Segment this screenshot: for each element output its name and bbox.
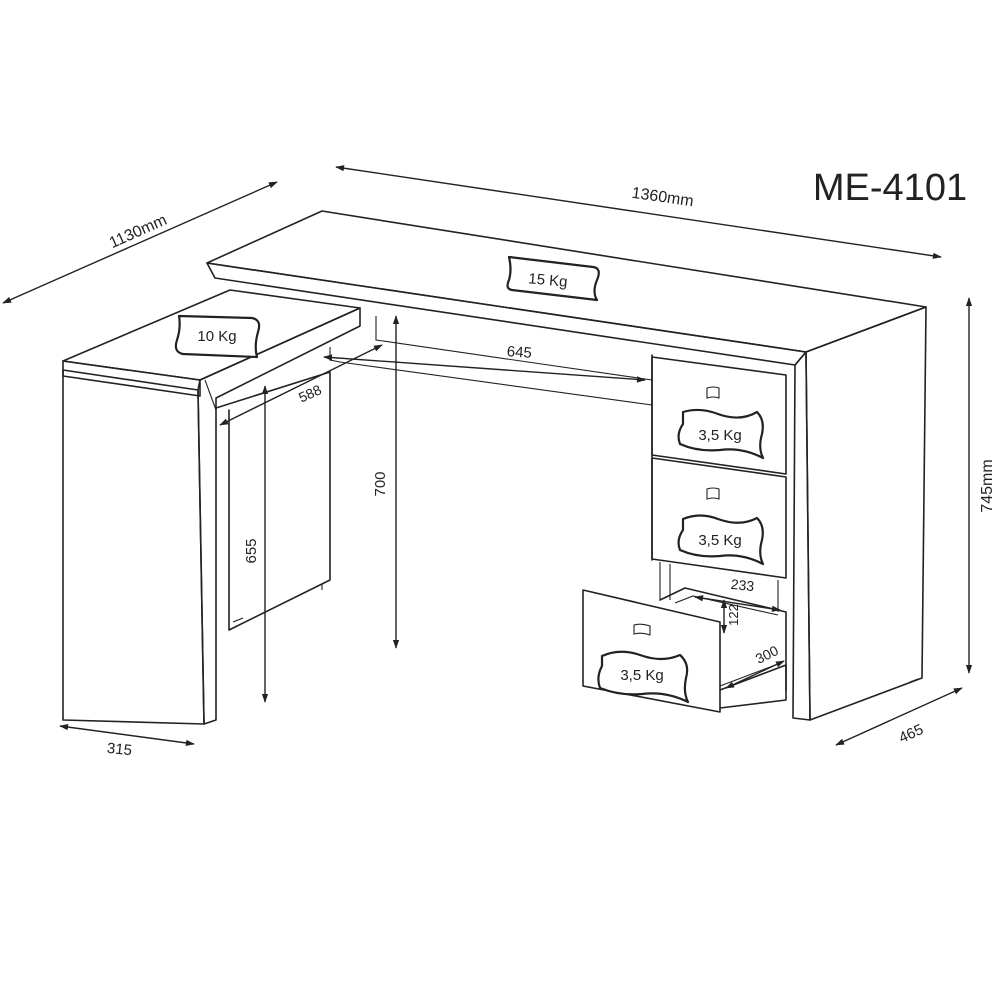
dim-drawer-height-label: 122 [726, 604, 741, 626]
dim-return-width-line [59, 723, 195, 747]
model-name: ME-4101 [813, 167, 967, 209]
dim-knee-width-line [323, 354, 646, 383]
drawer-front-1 [651, 356, 787, 475]
dim-knee-width-label: 645 [506, 343, 532, 362]
dim-knee-height-label: 700 [372, 471, 389, 496]
drawer-handle-1-icon [706, 386, 720, 399]
drawer-column [582, 354, 787, 713]
dim-drawer-width-label: 233 [730, 576, 755, 594]
load-drawer-2-label: 3,5 Kg [698, 532, 741, 549]
dim-side-depth-line [835, 687, 963, 746]
dimension-labels: ME-4101 1360mm 1130mm 745mm 465 315 645 … [106, 167, 996, 759]
right-front-leg [792, 351, 811, 721]
load-badge-drawer-3: 3,5 Kg [597, 650, 690, 704]
drawer-front-2 [651, 457, 787, 579]
load-drawer-1-label: 3,5 Kg [698, 427, 741, 444]
load-badge-top: 15 Kg [506, 255, 600, 302]
dim-return-width-label: 315 [106, 740, 133, 760]
dim-drawer-depth-line [725, 660, 785, 689]
load-badges: 15 Kg 10 Kg 3,5 Kg 3,5 Kg 3,5 Kg [174, 255, 765, 704]
return-top-front-edge [62, 360, 201, 397]
dim-side-depth-label: 465 [896, 721, 926, 747]
return-opening [215, 371, 331, 631]
right-side-panel [805, 306, 927, 721]
drawer-handle-2-icon [706, 487, 720, 500]
open-drawer-front [582, 589, 721, 713]
dim-total-width-label: 1360mm [631, 185, 695, 210]
dim-opening-height-label: 655 [243, 538, 260, 563]
load-drawer-3-label: 3,5 Kg [620, 667, 663, 684]
drawer-handle-3-icon [633, 623, 651, 636]
dim-drawer-depth-label: 300 [753, 642, 781, 667]
dim-height-label: 745mm [979, 459, 996, 512]
load-badge-drawer-1: 3,5 Kg [677, 408, 765, 460]
dim-depth-label: 1130mm [107, 212, 170, 252]
dim-drawer-width-line [694, 595, 781, 612]
return-wing [62, 289, 361, 725]
return-end-panel [62, 369, 205, 725]
dimension-lines [2, 165, 973, 747]
load-return-label: 10 Kg [197, 328, 236, 345]
dim-total-width-line [335, 165, 942, 259]
return-front-leg [197, 307, 361, 725]
load-top-label: 15 Kg [528, 270, 569, 290]
load-badge-drawer-2: 3,5 Kg [677, 514, 765, 566]
load-badge-return: 10 Kg [174, 314, 261, 359]
dim-depth-line [2, 181, 278, 304]
dim-opening-width-line [219, 344, 383, 426]
